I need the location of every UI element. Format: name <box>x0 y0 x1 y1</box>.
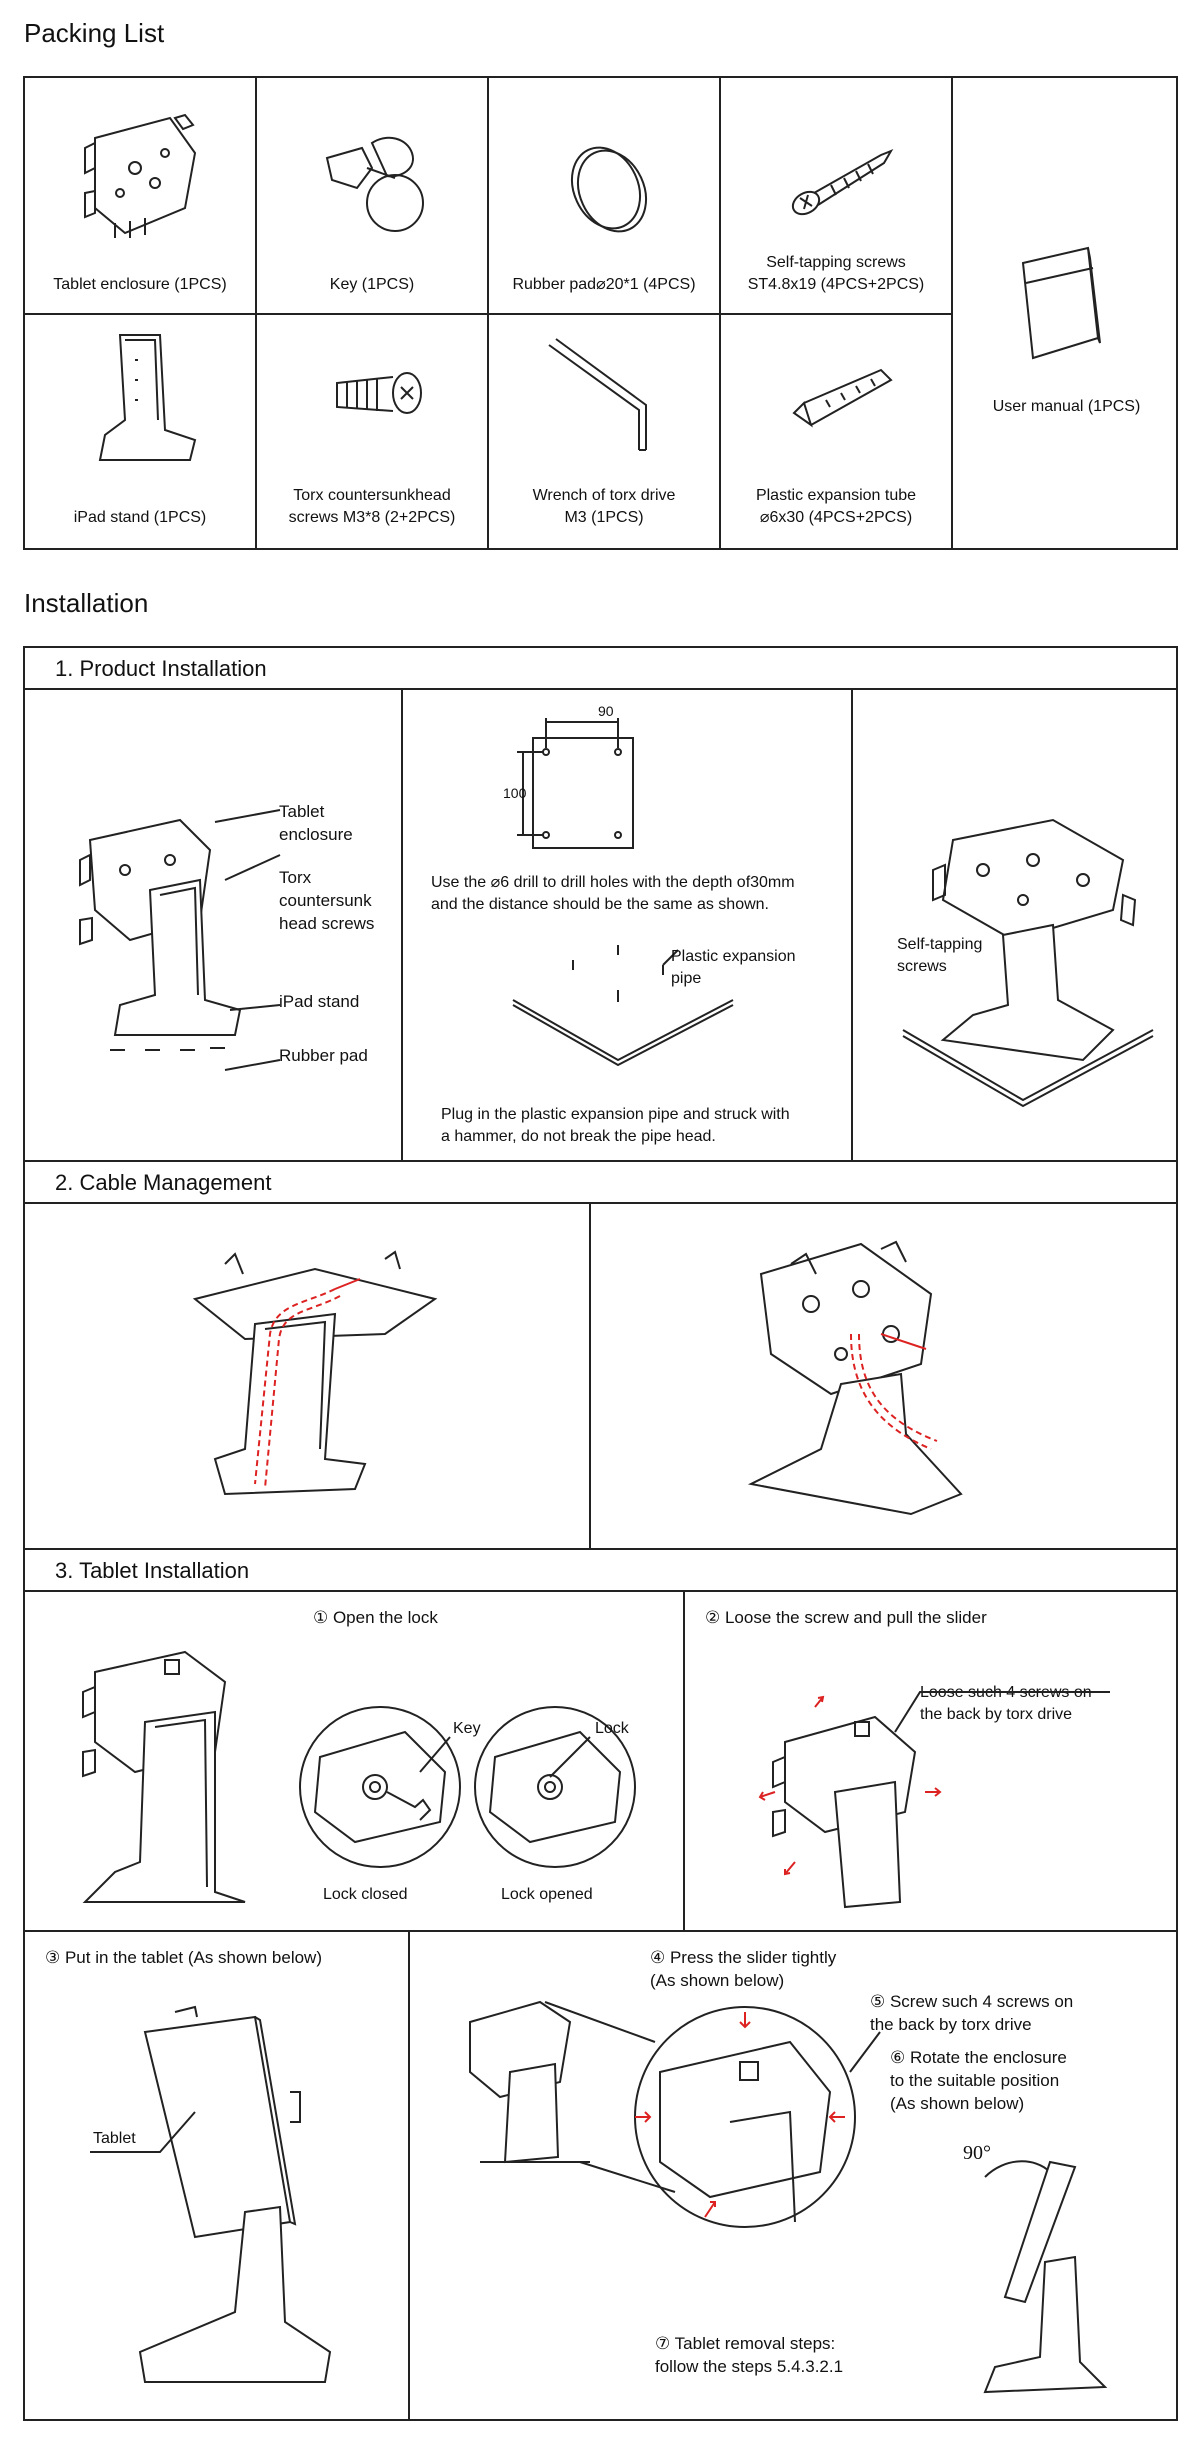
lock-opened-label: Lock opened <box>501 1886 593 1903</box>
section-tablet-installation-title: 3. Tablet Installation <box>25 1550 1176 1592</box>
key-label: Key <box>453 1720 481 1737</box>
pipe-label: Plastic expansion pipe <box>671 948 796 987</box>
press-slider-zoom-illustration <box>634 2006 856 2228</box>
plug-instruction: Plug in the plastic expansion pipe and s… <box>441 1106 790 1145</box>
pack-cell-wrench: Wrench of torx drive M3 (1PCS) <box>489 315 721 550</box>
drill-hole-diagram <box>517 718 634 849</box>
installation-title: Installation <box>24 588 149 618</box>
rotated-tablet-illustration <box>983 2160 1108 2394</box>
mounted-stand-illustration <box>902 818 1154 1108</box>
tablet-step2-panel: ② Loose the screw and pull the slider Lo… <box>685 1592 1178 1932</box>
zoom-connector-lines <box>544 2001 881 2193</box>
packing-table: Tablet enclosure (1PCS) Key (1PCS) Rubbe… <box>23 76 1178 550</box>
pack-cell-self-tapping: Self-tapping screws ST4.8x19 (4PCS+2PCS) <box>721 78 953 315</box>
step4-text: ④ Press the slider tightly (As shown bel… <box>650 1948 837 1990</box>
user-manual-icon <box>1021 246 1101 360</box>
section-cable-management-title: 2. Cable Management <box>25 1162 1176 1204</box>
tablet-step3-panel: ③ Put in the tablet (As shown below) Tab… <box>25 1932 410 2421</box>
product-leader-lines <box>214 809 281 1071</box>
caption-self-tapping: Self-tapping screws ST4.8x19 (4PCS+2PCS) <box>747 254 925 293</box>
pack-cell-expansion-tube: Plastic expansion tube ⌀6x30 (4PCS+2PCS) <box>721 315 953 550</box>
self-tapping-screw-icon <box>791 148 894 216</box>
pack-cell-key: Key (1PCS) <box>257 78 489 315</box>
product-panel-1: Tablet enclosure Torx countersunk head s… <box>25 690 403 1162</box>
pack-cell-enclosure: Tablet enclosure (1PCS) <box>25 78 257 315</box>
installation-frame: 1. Product Installation Tablet enclosure… <box>23 646 1178 2421</box>
rotation-angle-label: 90° <box>963 2142 991 2164</box>
tablet-enclosure-icon <box>84 113 197 238</box>
caption-wrench: Wrench of torx drive M3 (1PCS) <box>532 487 676 526</box>
tablet-leader-line <box>90 2111 196 2153</box>
label-self-tapping: Self-tapping screws <box>897 936 983 975</box>
product-panel-3: Self-tapping screws <box>853 690 1178 1162</box>
product-panel-2: 90 100 Use the ⌀6 drill to drill holes w… <box>403 690 853 1162</box>
dim-height-label: 100 <box>503 785 527 801</box>
tablet-step4-7-panel: ④ Press the slider tightly (As shown bel… <box>410 1932 1178 2421</box>
caption-expansion-tube: Plastic expansion tube ⌀6x30 (4PCS+2PCS) <box>755 487 917 526</box>
caption-enclosure: Tablet enclosure (1PCS) <box>53 276 227 293</box>
label-ipad-stand: iPad stand <box>279 992 360 1011</box>
ipad-stand-icon <box>98 334 197 461</box>
cable-panel-1 <box>25 1204 591 1550</box>
lock-leader-lines <box>419 1736 591 1778</box>
caption-ipad-stand: iPad stand (1PCS) <box>73 509 207 526</box>
key-icon <box>325 136 424 232</box>
small-stand-illustration <box>469 2000 590 2164</box>
step6-text: ⑥ Rotate the enclosure to the suitable p… <box>890 2048 1067 2113</box>
step7-text: ⑦ Tablet removal steps: follow the steps… <box>655 2334 844 2376</box>
wall-surface-illustration <box>512 945 734 1067</box>
label-torx-screws: Torx countersunk head screws <box>279 868 375 933</box>
step3-text: ③ Put in the tablet (As shown below) <box>45 1948 322 1967</box>
tablet-on-stand-illustration <box>138 2005 332 2383</box>
cable-routing-illustration-1 <box>192 1250 438 1496</box>
pack-cell-rubber-pad: Rubber pad⌀20*1 (4PCS) <box>489 78 721 315</box>
tablet-step1-panel: ① Open the lock Key Lock Lock closed Loc… <box>25 1592 685 1932</box>
dim-width-label: 90 <box>598 703 614 719</box>
torx-screw-icon <box>336 372 422 414</box>
cable-routing-illustration-2 <box>747 1240 963 1516</box>
slider-illustration <box>758 1691 1110 1909</box>
caption-manual: User manual (1PCS) <box>992 398 1141 415</box>
packing-list-title: Packing List <box>24 18 165 48</box>
rubber-pad-icon <box>570 146 648 233</box>
caption-rubber-pad: Rubber pad⌀20*1 (4PCS) <box>512 276 696 293</box>
lock-label: Lock <box>595 1720 629 1737</box>
lock-closed-label: Lock closed <box>323 1886 408 1903</box>
step2-text: ② Loose the screw and pull the slider <box>705 1608 987 1627</box>
label-rubber-pad: Rubber pad <box>279 1046 368 1065</box>
torx-wrench-icon <box>548 338 647 451</box>
caption-key: Key (1PCS) <box>329 276 415 293</box>
caption-torx-screws: Torx countersunkhead screws M3*8 (2+2PCS… <box>288 487 456 526</box>
pack-cell-torx-screws: Torx countersunkhead screws M3*8 (2+2PCS… <box>257 315 489 550</box>
stand-with-enclosure-illustration <box>82 1650 246 1903</box>
label-tablet-enclosure: Tablet enclosure <box>279 802 353 844</box>
expansion-tube-icon <box>792 368 893 428</box>
pack-cell-manual: User manual (1PCS) <box>953 78 1180 550</box>
lock-opened-illustration <box>474 1706 636 1868</box>
pack-cell-ipad-stand: iPad stand (1PCS) <box>25 315 257 550</box>
drill-instruction: Use the ⌀6 drill to drill holes with the… <box>431 874 795 913</box>
tablet-label: Tablet <box>93 2130 136 2147</box>
section-product-installation-title: 1. Product Installation <box>25 648 1176 690</box>
step5-text: ⑤ Screw such 4 screws on the back by tor… <box>870 1992 1074 2034</box>
step1-text: ① Open the lock <box>313 1608 438 1627</box>
product-assembly-illustration <box>79 818 242 1051</box>
cable-panel-2 <box>591 1204 1178 1550</box>
lock-closed-illustration <box>299 1706 461 1868</box>
